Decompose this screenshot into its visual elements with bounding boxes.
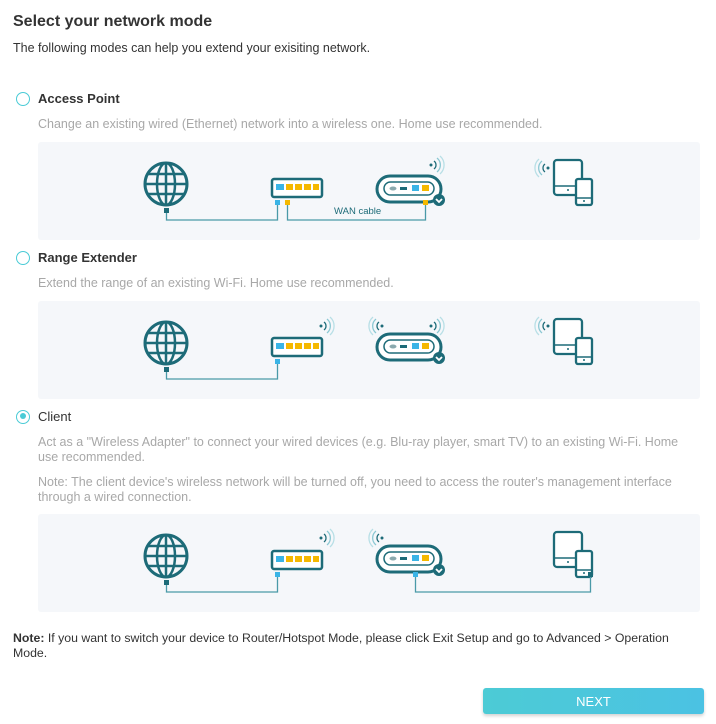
page-title: Select your network mode [13,13,213,30]
operation-mode-note: Note: If you want to switch your device … [13,631,703,661]
mode-option-access-point[interactable]: Access Point [16,91,120,106]
page-subtitle: The following modes can help you extend … [13,41,371,55]
internet-globe-icon [143,533,189,579]
internet-globe-icon [143,320,189,366]
mode-description: Change an existing wired (Ethernet) netw… [38,117,543,131]
wifi-signal-icon [318,316,335,336]
wan-cable-label: WAN cable [334,206,381,217]
mode-option-client[interactable]: Client [16,409,71,424]
router-icon [375,332,447,366]
mode-description: Act as a "Wireless Adapter" to connect y… [38,435,679,464]
client-devices-icon [552,530,594,579]
range-extender-diagram [38,301,700,399]
wifi-signal-icon [368,316,385,336]
mode-description: Extend the range of an existing Wi-Fi. H… [38,276,394,290]
radio-client[interactable] [16,409,30,424]
switch-icon [270,549,324,571]
radio-access-point[interactable] [16,91,30,106]
internet-globe-icon [143,161,189,207]
mode-note: Note: The client device's wireless netwo… [38,475,672,504]
mode-option-range-extender[interactable]: Range Extender [16,250,137,265]
router-icon [375,544,447,578]
router-icon [375,174,447,208]
note-prefix: Note: [13,631,45,645]
mode-label: Client [38,409,72,424]
wifi-signal-icon [534,316,551,336]
wifi-signal-icon [428,316,445,336]
client-devices-icon [552,158,594,207]
mode-label: Access Point [38,91,120,106]
wifi-signal-icon [318,528,335,548]
access-point-diagram: WAN cable [38,142,700,240]
switch-icon [270,336,324,358]
wifi-signal-icon [428,155,445,175]
next-button[interactable]: NEXT [483,688,704,714]
wifi-signal-icon [534,158,551,178]
switch-icon [270,177,324,199]
radio-range-extender[interactable] [16,250,30,265]
note-text: If you want to switch your device to Rou… [13,631,669,660]
client-diagram [38,514,700,612]
mode-label: Range Extender [38,250,137,265]
client-devices-icon [552,317,594,366]
wifi-signal-icon [368,528,385,548]
